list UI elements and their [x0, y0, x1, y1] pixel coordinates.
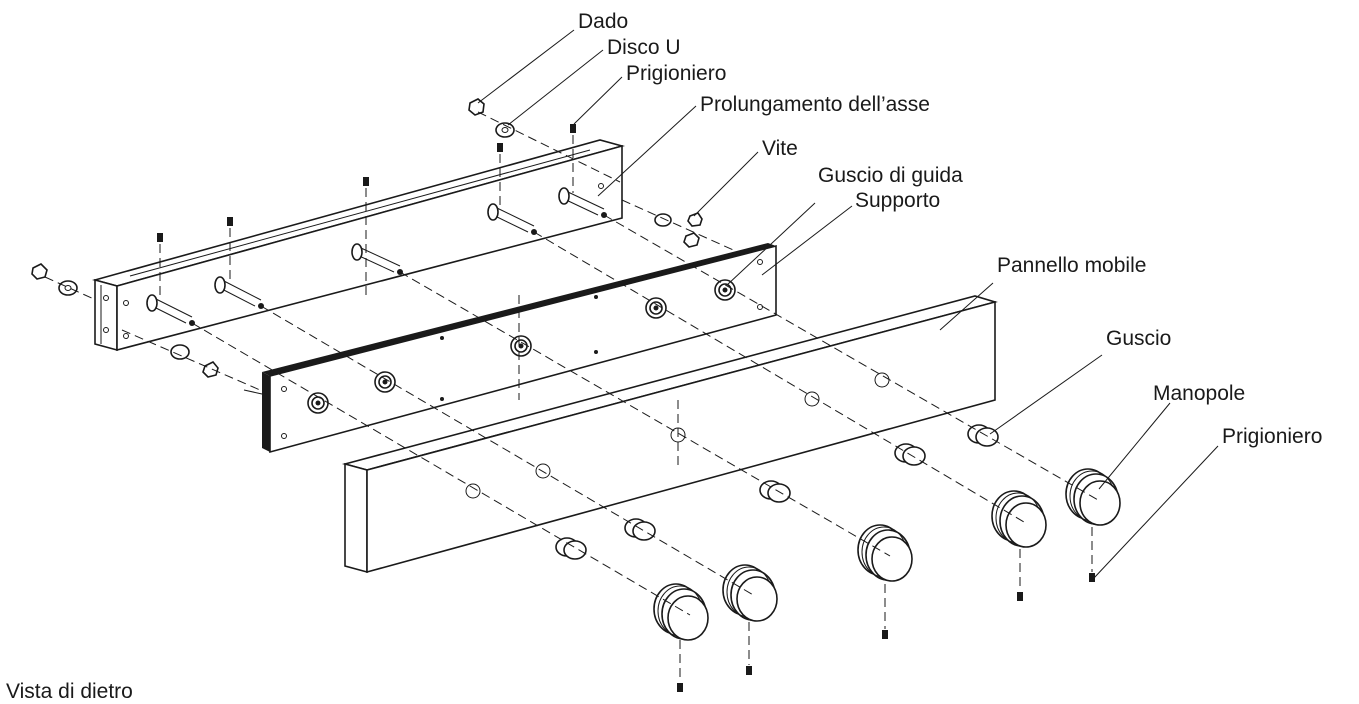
leader-lines	[477, 29, 1219, 579]
guide-shell	[510, 335, 532, 357]
shaft-extension	[558, 187, 607, 218]
shell	[555, 537, 587, 560]
shell	[624, 518, 656, 541]
label-disco-u: Disco U	[607, 36, 681, 59]
label-manopole: Manopole	[1153, 382, 1245, 405]
label-prigioniero-top: Prigioniero	[626, 62, 726, 85]
shaft-extensions	[146, 187, 607, 326]
label-dado: Dado	[578, 10, 628, 33]
label-supporto: Supporto	[855, 189, 940, 212]
knob	[722, 564, 778, 622]
shaft-extension	[487, 203, 537, 235]
nut-washer-left	[31, 263, 261, 391]
guide-shell	[645, 297, 667, 319]
shell	[759, 480, 791, 503]
guide-shell	[374, 371, 396, 393]
guide-shells	[307, 279, 736, 414]
assembly-axes	[191, 214, 1099, 616]
label-prigioniero-right: Prigioniero	[1222, 425, 1322, 448]
knob-set-screws	[677, 527, 1095, 692]
guide-shell	[714, 279, 736, 301]
set-screws-top	[157, 124, 576, 300]
rear-bracket	[91, 139, 626, 352]
guide-shell	[307, 392, 329, 414]
shells	[555, 424, 999, 560]
label-vite: Vite	[762, 137, 798, 160]
label-guscio-di-guida: Guscio di guida	[818, 164, 963, 187]
shaft-extension	[146, 294, 195, 326]
label-prolungamento: Prolungamento dell’asse	[700, 93, 930, 116]
view-caption: Vista di dietro	[6, 680, 133, 703]
shaft-extension	[351, 243, 403, 275]
shaft-extension	[214, 276, 264, 309]
label-guscio: Guscio	[1106, 327, 1171, 350]
part-labels: Dado Disco U Prigioniero Prolungamento d…	[578, 10, 1322, 448]
movable-panel	[341, 295, 998, 574]
label-pannello-mobile: Pannello mobile	[997, 254, 1146, 277]
knob	[653, 583, 709, 641]
nut-washer-top	[468, 98, 621, 183]
